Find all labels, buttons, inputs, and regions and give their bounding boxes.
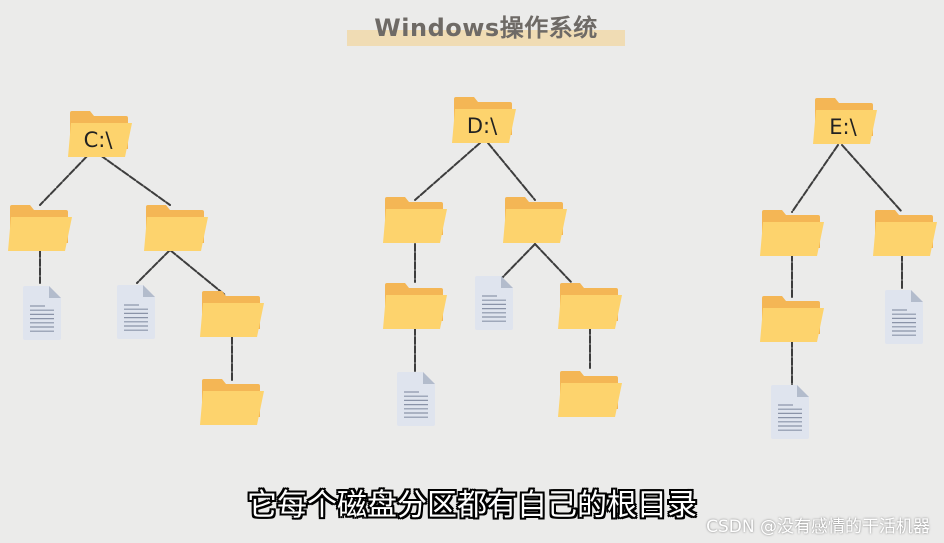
- file-icon: [475, 276, 513, 330]
- file-icon: [771, 385, 809, 439]
- folder-icon: [873, 210, 937, 256]
- folder-icon: [200, 291, 264, 337]
- drive-label: C:\: [84, 128, 114, 152]
- folder-icon: [760, 296, 824, 342]
- connector-line: [499, 243, 536, 281]
- connector-line: [92, 149, 171, 206]
- title-highlight: [347, 30, 625, 46]
- folder-icon: [8, 205, 72, 251]
- folder-icon: [383, 197, 447, 243]
- file-icon: [397, 372, 435, 426]
- connector-line: [414, 142, 481, 201]
- connector-lines: [39, 142, 903, 387]
- folder-icon: [558, 283, 622, 329]
- connector-line: [534, 243, 573, 284]
- folder-icon: [760, 210, 824, 256]
- file-icon: [23, 286, 61, 340]
- watermark: CSDN @没有感情的干活机器: [706, 517, 930, 537]
- title-block: Windows操作系统: [347, 8, 625, 48]
- root-folder-d: D:\: [452, 97, 516, 143]
- connector-line: [791, 144, 839, 213]
- connector-line: [841, 144, 903, 213]
- folder-icon: [558, 371, 622, 417]
- tree-nodes: C:\ D:\ E:\: [8, 97, 937, 439]
- drive-label: D:\: [467, 114, 498, 138]
- subtitle-caption: 它每个磁盘分区都有自己的根目录: [247, 488, 697, 523]
- connector-line: [136, 249, 171, 284]
- folder-icon: [200, 379, 264, 425]
- connector-line: [39, 149, 94, 206]
- root-folder-e: E:\: [813, 98, 877, 144]
- folder-icon: [383, 283, 447, 329]
- connector-line: [169, 249, 226, 296]
- folder-icon: [503, 197, 567, 243]
- drive-label: E:\: [829, 115, 857, 139]
- folder-icon: [144, 205, 208, 251]
- file-icon: [117, 285, 155, 339]
- page-title: Windows操作系统: [374, 14, 598, 42]
- file-icon: [885, 290, 923, 344]
- root-folder-c: C:\: [68, 111, 132, 157]
- connector-line: [487, 142, 536, 201]
